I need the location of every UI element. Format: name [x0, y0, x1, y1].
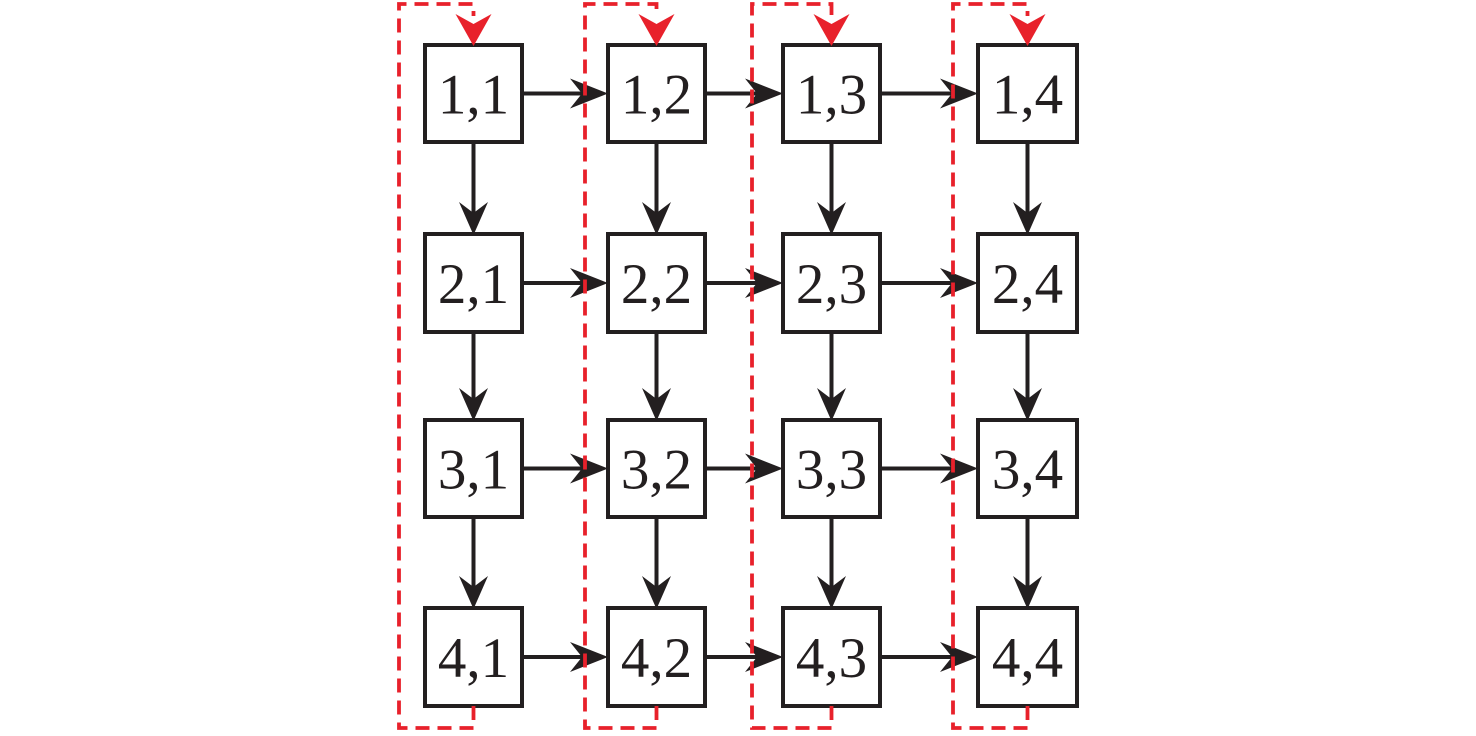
arrowhead-right-icon	[940, 268, 978, 298]
node-4-2: 4,2	[606, 606, 707, 708]
node-label-3-4: 3,4	[992, 439, 1063, 502]
arrowhead-down-icon	[817, 388, 846, 421]
arrowhead-down-icon	[1013, 388, 1042, 421]
column-input-arrowhead-icon-4	[1009, 14, 1046, 46]
column-input-arrowhead-icon-1	[455, 14, 492, 46]
edge-3,3-to-3,4	[880, 453, 978, 484]
column-loop-path-2	[583, 2, 659, 730]
node-label-3-3: 3,3	[796, 439, 867, 502]
arrowhead-down-icon	[1013, 576, 1042, 609]
node-1-1: 1,1	[423, 43, 524, 144]
arrowhead-right-icon	[745, 268, 783, 298]
arrowhead-down-icon	[642, 388, 671, 421]
arrowhead-right-icon	[570, 453, 608, 484]
edge-4,1-to-4,2	[522, 642, 608, 672]
arrowhead-down-icon	[459, 202, 488, 235]
node-3-3: 3,3	[781, 418, 882, 519]
node-label-2-2: 2,2	[621, 253, 692, 316]
arrowhead-down-icon	[642, 202, 671, 235]
node-label-3-1: 3,1	[438, 439, 509, 502]
node-label-1-4: 1,4	[992, 64, 1063, 127]
node-3-2: 3,2	[606, 418, 707, 519]
edge-4,3-to-4,4	[880, 642, 978, 672]
column-input-arrowhead-icon-2	[638, 14, 675, 46]
edge-2,1-to-3,1	[459, 332, 488, 421]
edge-3,2-to-3,3	[705, 453, 783, 484]
arrowhead-right-icon	[940, 78, 978, 109]
node-label-1-3: 1,3	[796, 64, 867, 127]
arrowhead-right-icon	[940, 642, 978, 672]
arrowhead-down-icon	[817, 202, 846, 235]
arrowhead-down-icon	[642, 576, 671, 609]
arrowhead-right-icon	[745, 453, 783, 484]
node-4-3: 4,3	[781, 606, 882, 708]
edge-2,3-to-3,3	[817, 332, 846, 421]
node-label-2-4: 2,4	[992, 253, 1063, 316]
edge-3,2-to-4,2	[642, 517, 671, 609]
node-2-2: 2,2	[606, 232, 707, 334]
edge-1,2-to-2,2	[642, 142, 671, 235]
node-1-4: 1,4	[976, 43, 1079, 144]
edge-2,4-to-3,4	[1013, 332, 1042, 421]
edge-3,4-to-4,4	[1013, 517, 1042, 609]
column-loop-2	[583, 2, 675, 730]
node-4-4: 4,4	[976, 606, 1079, 708]
node-box-3-4	[976, 418, 1079, 519]
node-label-2-3: 2,3	[796, 253, 867, 316]
edge-1,4-to-2,4	[1013, 142, 1042, 235]
node-3-1: 3,1	[423, 418, 524, 519]
node-box-1-4	[976, 43, 1079, 144]
edge-3,1-to-3,2	[522, 453, 608, 484]
column-loop-4	[951, 2, 1046, 730]
node-2-1: 2,1	[423, 232, 524, 334]
arrowhead-right-icon	[570, 642, 608, 672]
edge-2,2-to-3,2	[642, 332, 671, 421]
node-label-1-1: 1,1	[438, 64, 509, 127]
column-loop-3	[750, 2, 850, 730]
node-1-3: 1,3	[781, 43, 882, 144]
arrowhead-down-icon	[459, 388, 488, 421]
arrowhead-right-icon	[570, 78, 608, 109]
node-label-4-1: 4,1	[438, 627, 509, 690]
arrowhead-right-icon	[745, 642, 783, 672]
edge-1,3-to-2,3	[817, 142, 846, 235]
arrowhead-down-icon	[1013, 202, 1042, 235]
arrowhead-right-icon	[570, 268, 608, 298]
column-loop-1	[397, 2, 492, 730]
node-4-1: 4,1	[423, 606, 524, 708]
node-2-4: 2,4	[976, 232, 1079, 334]
arrowhead-right-icon	[745, 78, 783, 109]
node-label-1-2: 1,2	[621, 64, 692, 127]
edge-1,3-to-1,4	[880, 78, 978, 109]
edge-3,1-to-4,1	[459, 517, 488, 609]
node-label-4-4: 4,4	[992, 627, 1063, 690]
edge-3,3-to-4,3	[817, 517, 846, 609]
node-label-4-2: 4,2	[621, 627, 692, 690]
edge-4,2-to-4,3	[705, 642, 783, 672]
node-label-2-1: 2,1	[438, 253, 509, 316]
edge-2,3-to-2,4	[880, 268, 978, 298]
arrowhead-right-icon	[940, 453, 978, 484]
edge-2,2-to-2,3	[705, 268, 783, 298]
node-1-2: 1,2	[606, 43, 707, 144]
node-label-4-3: 4,3	[796, 627, 867, 690]
column-input-arrowhead-icon-3	[813, 14, 850, 46]
edge-1,2-to-1,3	[705, 78, 783, 109]
node-3-4: 3,4	[976, 418, 1079, 519]
edge-1,1-to-2,1	[459, 142, 488, 235]
edge-2,1-to-2,2	[522, 268, 608, 298]
arrowhead-down-icon	[817, 576, 846, 609]
column-loop-path-3	[750, 2, 834, 730]
node-label-3-2: 3,2	[621, 439, 692, 502]
arrowhead-down-icon	[459, 576, 488, 609]
edge-1,1-to-1,2	[522, 78, 608, 109]
node-2-3: 2,3	[781, 232, 882, 334]
